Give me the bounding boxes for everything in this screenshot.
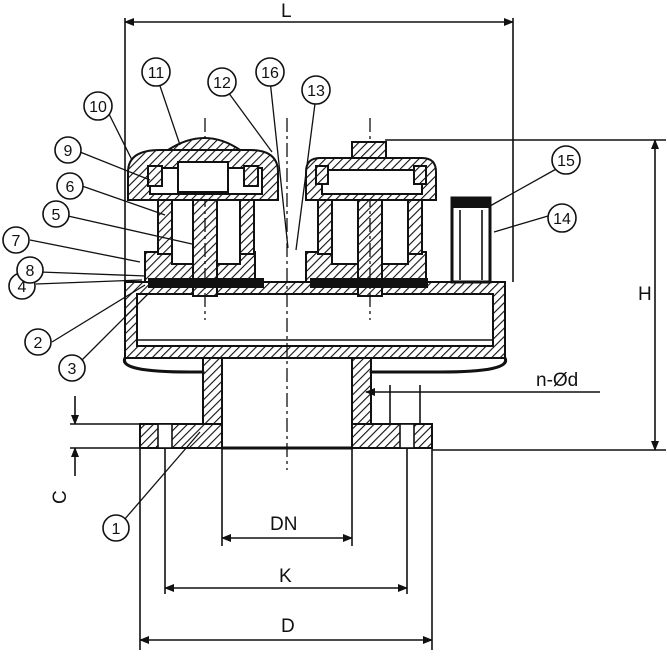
part-label-3: 3 bbox=[68, 361, 77, 378]
part-label-16: 16 bbox=[261, 65, 279, 82]
part-label-12: 12 bbox=[213, 75, 231, 92]
part-balloon-2: 2 bbox=[24, 328, 52, 356]
right-valve-assembly bbox=[305, 118, 437, 320]
part-label-14: 14 bbox=[553, 211, 571, 228]
part-label-10: 10 bbox=[89, 99, 107, 116]
dim-H: H bbox=[638, 284, 652, 305]
part-label-15: 15 bbox=[557, 153, 575, 170]
part-label-4: 4 bbox=[18, 279, 27, 296]
dim-C: C bbox=[50, 490, 71, 504]
part-balloon-12: 12 bbox=[207, 67, 237, 97]
part-balloon-5: 5 bbox=[42, 200, 70, 228]
part-label-2: 2 bbox=[34, 335, 43, 352]
part-label-9: 9 bbox=[64, 143, 73, 160]
dim-DN: DN bbox=[270, 514, 297, 535]
part-label-1: 1 bbox=[112, 521, 121, 538]
part-label-5: 5 bbox=[52, 207, 61, 224]
part-balloon-13: 13 bbox=[301, 75, 331, 105]
part-balloon-3: 3 bbox=[58, 354, 86, 382]
flame-arrester bbox=[450, 196, 492, 284]
part-balloon-7: 7 bbox=[2, 226, 30, 254]
dim-D: D bbox=[281, 616, 295, 637]
dim-K: K bbox=[279, 566, 292, 587]
part-label-6: 6 bbox=[66, 179, 75, 196]
part-balloon-9: 9 bbox=[54, 136, 82, 164]
part-balloon-10: 10 bbox=[83, 91, 113, 121]
part-balloon-14: 14 bbox=[547, 203, 577, 233]
part-balloon-11: 11 bbox=[141, 57, 171, 87]
part-leaders bbox=[29, 79, 559, 521]
part-label-13: 13 bbox=[307, 83, 325, 100]
dim-holes: n-Ød bbox=[536, 370, 578, 391]
part-label-8: 8 bbox=[26, 263, 35, 280]
part-balloon-1: 1 bbox=[102, 514, 130, 542]
left-valve-assembly bbox=[127, 118, 279, 320]
dimension-lines bbox=[70, 18, 666, 650]
valve-body bbox=[122, 118, 508, 470]
part-label-11: 11 bbox=[148, 65, 165, 82]
part-label-7: 7 bbox=[12, 233, 21, 250]
part-balloon-16: 16 bbox=[255, 57, 285, 87]
part-balloon-8: 8 bbox=[16, 256, 44, 284]
dim-L: L bbox=[281, 1, 292, 22]
part-balloon-6: 6 bbox=[56, 172, 84, 200]
part-balloon-15: 15 bbox=[551, 145, 581, 175]
